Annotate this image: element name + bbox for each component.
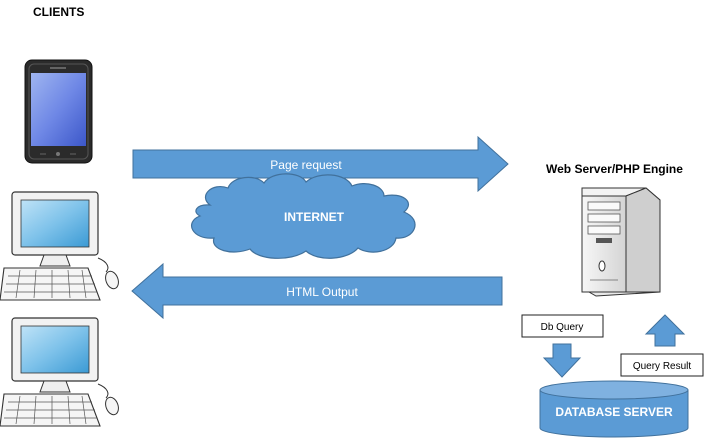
database-label: DATABASE SERVER bbox=[555, 405, 673, 419]
html-output-label: HTML Output bbox=[286, 285, 358, 299]
internet-label: INTERNET bbox=[284, 210, 345, 224]
page-request-label: Page request bbox=[270, 158, 342, 172]
page-request-arrow: Page request bbox=[132, 135, 509, 193]
database-cylinder: DATABASE SERVER bbox=[539, 380, 689, 438]
server-title: Web Server/PHP Engine bbox=[546, 162, 683, 176]
server-tower-icon bbox=[581, 187, 661, 297]
clients-title: CLIENTS bbox=[33, 5, 84, 19]
smartphone-icon bbox=[24, 59, 93, 164]
query-result-box: Query Result bbox=[620, 353, 704, 377]
db-query-box: Db Query bbox=[521, 314, 604, 338]
down-arrow bbox=[542, 343, 582, 378]
internet-cloud: INTERNET bbox=[191, 173, 416, 259]
up-arrow bbox=[644, 314, 686, 347]
db-query-label: Db Query bbox=[541, 322, 584, 333]
desktop-computer-icon bbox=[0, 191, 119, 301]
desktop-computer-icon bbox=[0, 317, 119, 427]
html-output-arrow: HTML Output bbox=[131, 262, 503, 320]
query-result-label: Query Result bbox=[633, 361, 692, 372]
